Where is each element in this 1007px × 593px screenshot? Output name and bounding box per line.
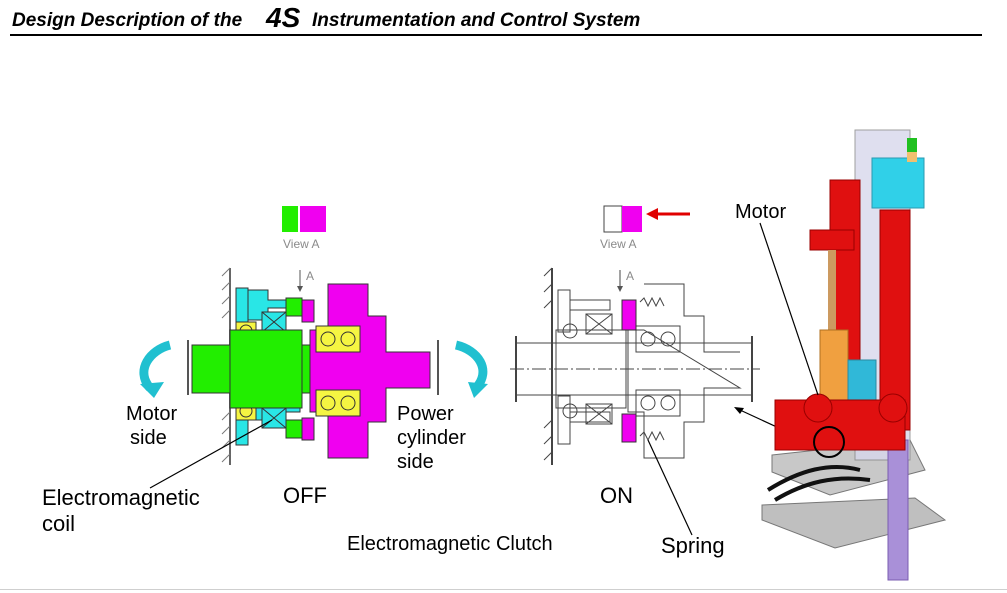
- motor-label: Motor: [735, 201, 787, 223]
- power-label-line1: Power: [397, 403, 454, 425]
- on-label: ON: [600, 483, 633, 508]
- motor-side-label-line2: side: [130, 427, 167, 449]
- arrow-a-label-on: A: [626, 269, 634, 283]
- spring-label: Spring: [661, 533, 725, 558]
- clutch-off-drawing: A View A: [139, 206, 488, 489]
- motor-side-label-line1: Motor: [126, 403, 178, 425]
- page-header: Design Description of the 4S Instrumenta…: [12, 2, 992, 34]
- power-label-line2: cylinder: [397, 427, 466, 449]
- coil-label-line1: Electromagnetic: [42, 485, 200, 510]
- view-a-label-on: View A: [600, 237, 636, 251]
- clutch-caption: Electromagnetic Clutch: [347, 533, 553, 555]
- power-label-line3: side: [397, 451, 434, 473]
- machine-illustration: [759, 129, 947, 581]
- clutch-on-magenta-plates: A View A: [600, 205, 806, 536]
- title-part-3: Instrumentation and Control System: [312, 10, 641, 31]
- off-label: OFF: [283, 483, 327, 508]
- view-a-label-off: View A: [283, 237, 319, 251]
- title-part-2: 4S: [266, 2, 301, 33]
- title-part-1: Design Description of the: [12, 10, 243, 31]
- clutch-on-drawing: [510, 267, 760, 465]
- arrow-a-label-off: A: [306, 269, 314, 283]
- footer-divider: [0, 589, 1007, 590]
- header-divider: [10, 34, 982, 36]
- coil-label-line2: coil: [42, 511, 76, 536]
